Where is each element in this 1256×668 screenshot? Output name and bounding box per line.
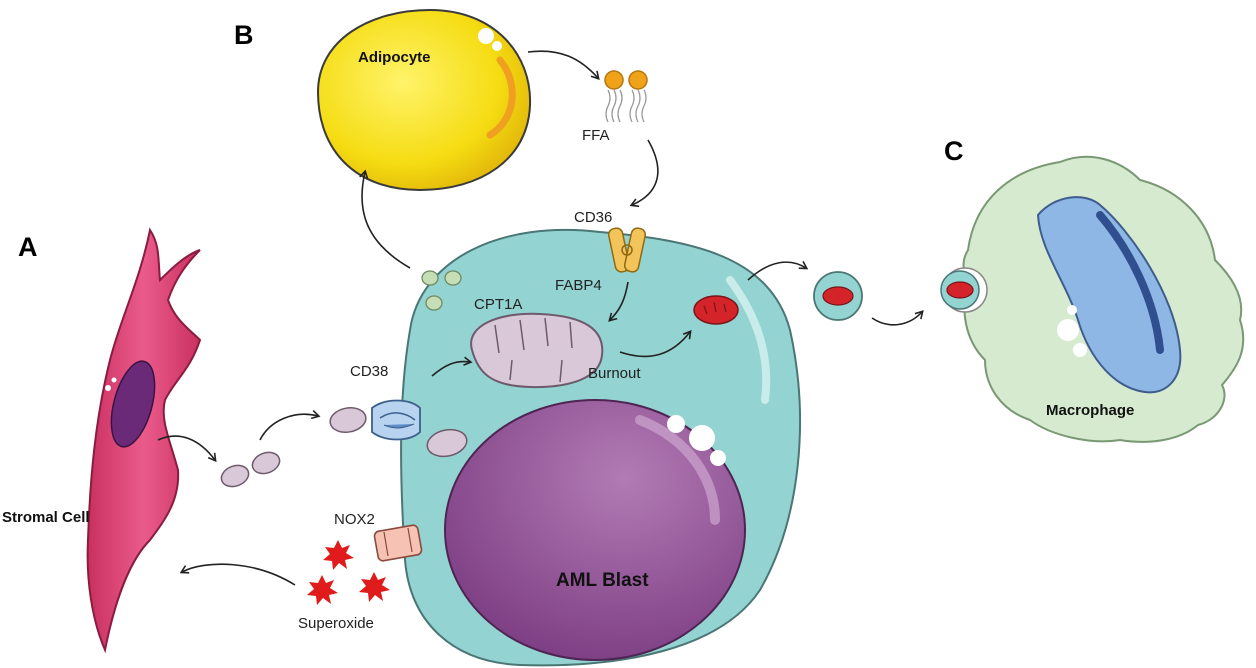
arrow-blast-to-adipocyte <box>359 169 411 269</box>
fabp4-label: FABP4 <box>555 277 602 294</box>
panel-letter-c: C <box>944 136 964 166</box>
nox2-channel <box>373 524 423 562</box>
adipocyte-cell: Adipocyte <box>316 8 532 192</box>
mitochondrion-at-cd38 <box>329 407 367 433</box>
panel-letter-b: B <box>234 20 254 50</box>
cpt1a-label: CPT1A <box>474 296 522 313</box>
arrow-mito-to-cd38 <box>259 410 321 441</box>
nox2-label: NOX2 <box>334 511 375 528</box>
arrow-ffa-to-cd36 <box>629 139 659 208</box>
cd36-label: CD36 <box>574 209 612 226</box>
exported-vesicle <box>813 271 863 321</box>
cd38-receptor <box>371 399 421 441</box>
damaged-mitochondrion <box>693 295 739 325</box>
aml-blast-label: AML Blast <box>556 570 649 591</box>
arrow-burnout <box>619 329 692 358</box>
mitochondrion-in-blast <box>426 428 468 458</box>
arrow-cd36-to-mito <box>608 281 629 322</box>
ffa-molecules <box>604 70 648 123</box>
macrophage-cell: Macrophage <box>962 155 1245 443</box>
burnout-label: Burnout <box>588 365 641 382</box>
macrophage-label: Macrophage <box>1046 402 1134 419</box>
adipocyte-label: Adipocyte <box>358 49 431 66</box>
arrow-stroma-to-mito <box>157 435 217 463</box>
engulfed-vesicle <box>940 267 988 313</box>
transferring-mitochondria <box>220 451 281 488</box>
mitochondrion-cpt1a <box>470 312 604 389</box>
stromal-cell: Stromal Cell <box>2 227 202 654</box>
arrow-cd38-to-mito <box>431 356 473 377</box>
superoxide-molecules <box>307 540 390 605</box>
aml-blast-cell: AML Blast <box>400 228 801 667</box>
stromal-cell-label: Stromal Cell <box>2 509 90 526</box>
superoxide-label: Superoxide <box>298 615 374 632</box>
arrow-export <box>747 261 809 281</box>
panel-letter-a: A <box>18 232 38 262</box>
arrow-adipocyte-to-ffa <box>527 50 600 80</box>
cd36-transporter <box>607 227 647 273</box>
arrow-superoxide-to-stroma <box>179 563 296 586</box>
ffa-label: FFA <box>582 127 610 144</box>
cd38-label: CD38 <box>350 363 388 380</box>
arrow-to-macrophage <box>871 310 924 326</box>
vesicles <box>421 270 462 311</box>
